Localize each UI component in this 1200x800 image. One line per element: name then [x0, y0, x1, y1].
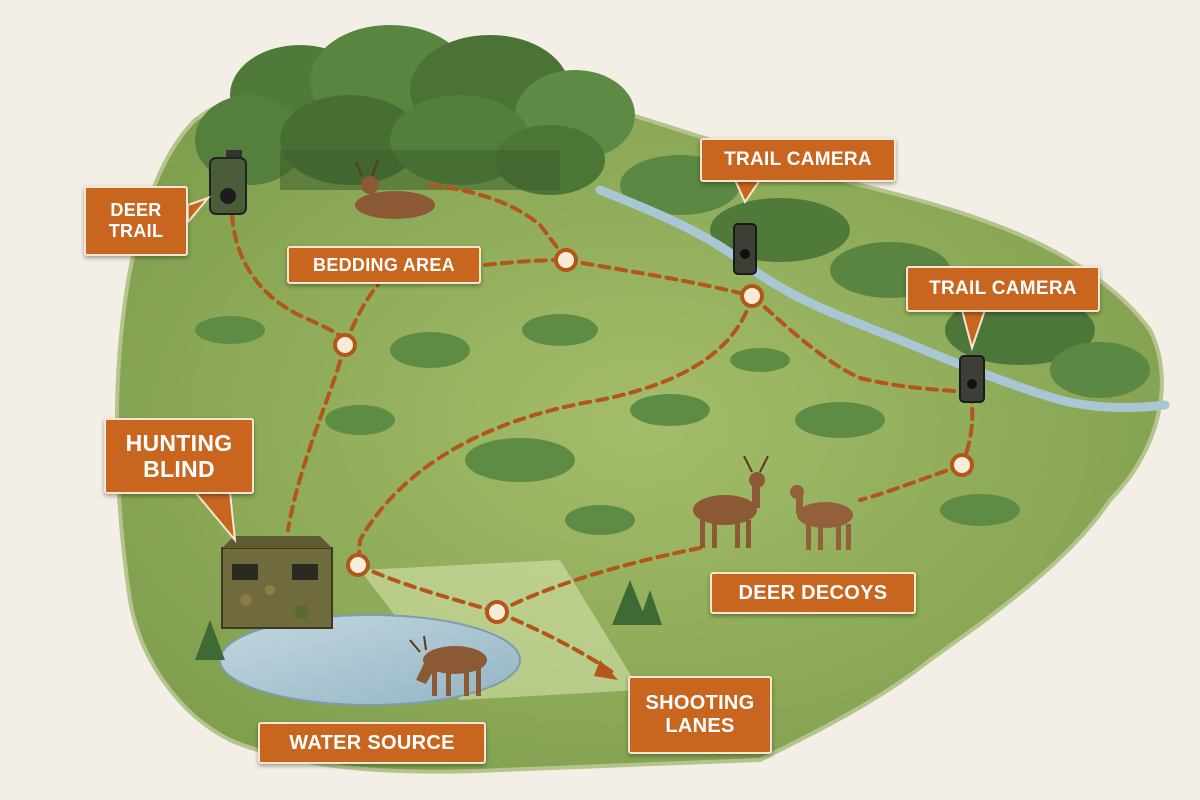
- deer-icon: [790, 485, 853, 550]
- label-deer-decoys: DEER DECOYS: [710, 572, 916, 614]
- hunting-blind-icon: [221, 536, 333, 629]
- trail-camera-icon: [733, 223, 757, 275]
- waypoint-marker-icon: [333, 248, 974, 624]
- shooting-lane-zone: [360, 560, 640, 700]
- shrubs: [195, 314, 1020, 535]
- label-bedding-area: BEDDING AREA: [287, 246, 481, 284]
- stream: [595, 185, 1170, 412]
- deer-icon: [355, 159, 435, 219]
- label-deer-trail: DEER TRAIL: [84, 186, 188, 256]
- label-hunting-blind: HUNTING BLIND: [104, 418, 254, 494]
- label-water-source: WATER SOURCE: [258, 722, 486, 764]
- arrow-head: [594, 660, 618, 680]
- label-shooting-lanes: SHOOTING LANES: [628, 676, 772, 754]
- trail-camera-icon: [959, 355, 985, 403]
- forest: [195, 25, 635, 195]
- deer-icon: [409, 635, 487, 696]
- trail-camera-icon: [209, 150, 247, 215]
- callout-pointers: [187, 179, 987, 544]
- pine-trees: [195, 580, 662, 660]
- label-trail-camera: TRAIL CAMERA: [700, 138, 896, 182]
- deer-icon: [693, 455, 769, 548]
- label-trail-camera: TRAIL CAMERA: [906, 266, 1100, 312]
